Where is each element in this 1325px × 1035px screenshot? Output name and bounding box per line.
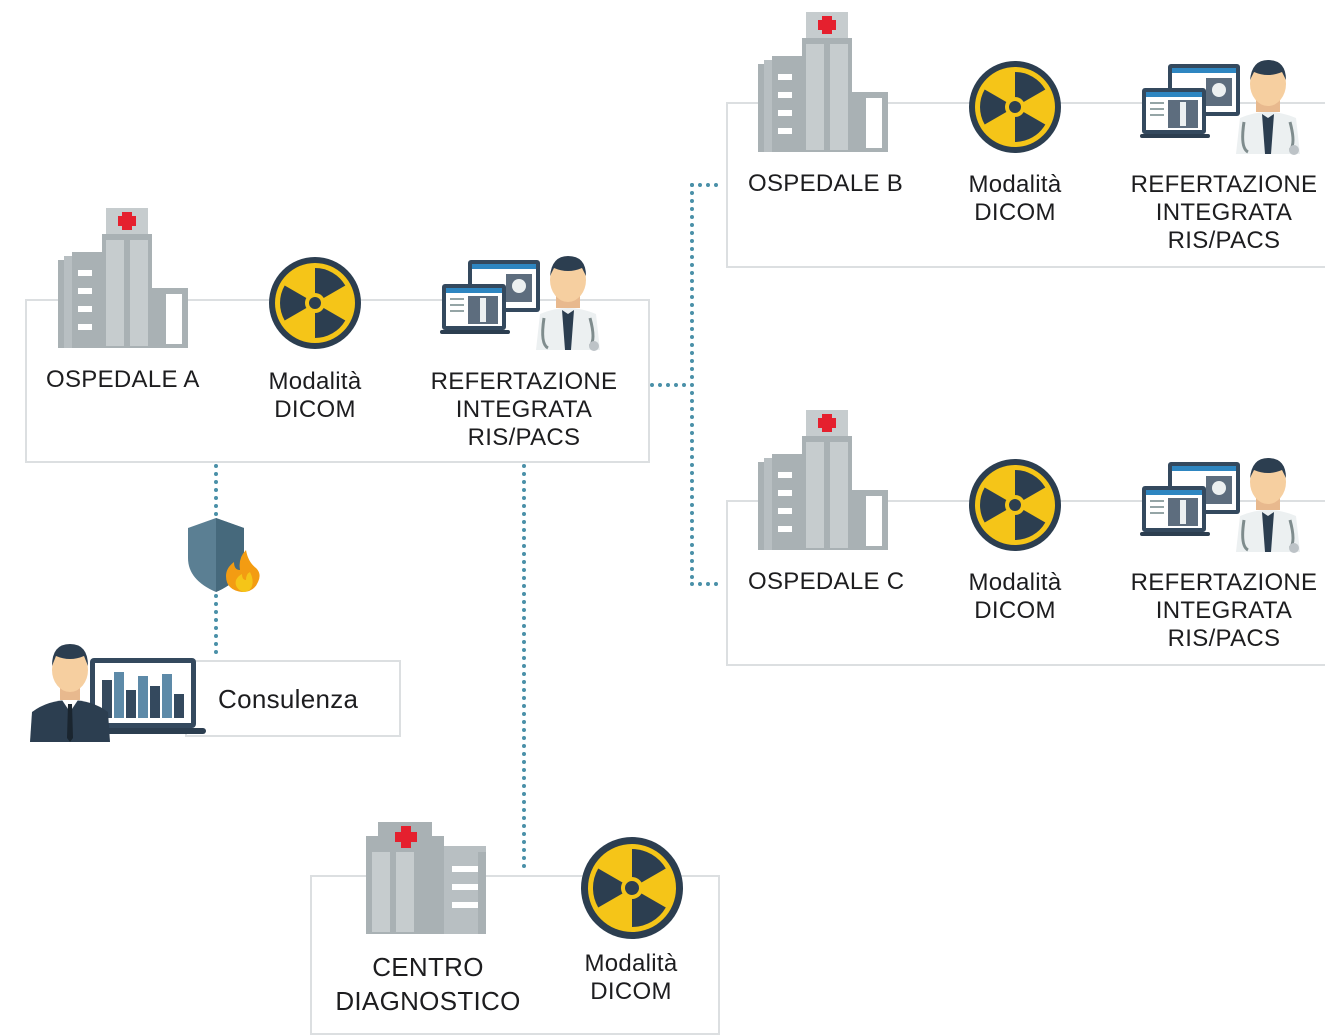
doctor-workstation-icon <box>1140 58 1306 155</box>
ospedale-c-modality-label: Modalità DICOM <box>968 569 1062 624</box>
radiation-icon <box>968 458 1062 552</box>
doctor-workstation-icon <box>440 254 606 351</box>
ospedale-c-reporting-label: REFERTAZIONE INTEGRATA RIS/PACS <box>1130 569 1318 652</box>
ospedale-b-title: OSPEDALE B <box>748 170 904 197</box>
radiation-icon <box>580 836 684 940</box>
hospital-icon <box>758 410 888 552</box>
centro-diagnostico-modality-label: Modalità DICOM <box>584 950 678 1005</box>
firewall-shield-icon <box>188 518 262 594</box>
ospedale-b-modality-label: Modalità DICOM <box>968 171 1062 226</box>
ospedale-a-modality-label: Modalità DICOM <box>268 368 362 423</box>
hospital-icon <box>58 208 188 350</box>
ospedale-a-reporting-label: REFERTAZIONE INTEGRATA RIS/PACS <box>430 368 618 451</box>
ospedale-c-title: OSPEDALE C <box>748 568 905 595</box>
hospital-icon <box>758 12 888 154</box>
hospital-icon <box>366 822 486 936</box>
consulenza-panel <box>185 660 401 737</box>
centro-diagnostico-title: CENTRO DIAGNOSTICO <box>335 952 521 1016</box>
doctor-workstation-icon <box>1140 456 1306 553</box>
consulenza-label: Consulenza <box>218 684 359 714</box>
ospedale-b-reporting-label: REFERTAZIONE INTEGRATA RIS/PACS <box>1130 171 1318 254</box>
ospedale-a-title: OSPEDALE A <box>46 366 200 393</box>
radiation-icon <box>268 256 362 350</box>
consultant-laptop-icon <box>30 640 206 742</box>
radiation-icon <box>968 60 1062 154</box>
